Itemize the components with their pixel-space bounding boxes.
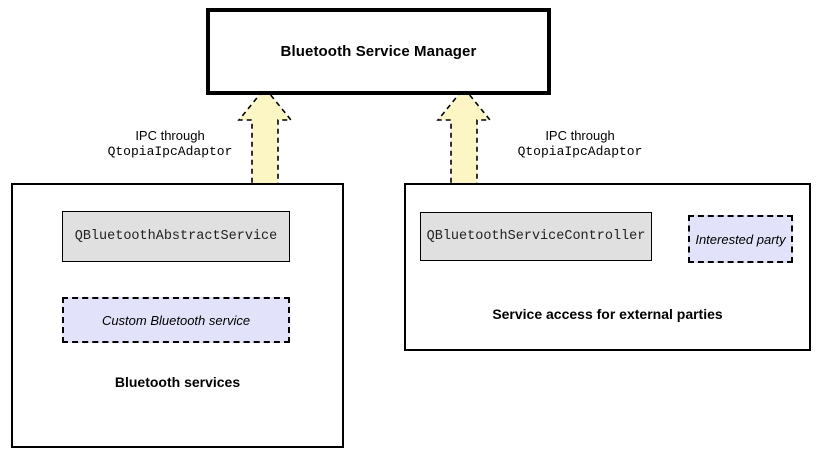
ipc-label-right-line1: IPC through — [545, 128, 615, 143]
node-custom-bluetooth-service: Custom Bluetooth service — [62, 297, 290, 343]
manager-title: Bluetooth Service Manager — [280, 43, 477, 60]
node-qbluetoothservicecontroller: QBluetoothServiceController — [420, 212, 652, 261]
ipc-label-left-line2: QtopiaIpcAdaptor — [107, 144, 233, 159]
ipc-label-right: IPC through QtopiaIpcAdaptor — [480, 128, 680, 159]
node-interested-party-label: Interested party — [695, 231, 786, 247]
ipc-label-left-line1: IPC through — [135, 128, 205, 143]
panel-caption-bluetooth-services: Bluetooth services — [114, 374, 241, 390]
node-custom-bluetooth-service-label: Custom Bluetooth service — [101, 312, 251, 328]
ipc-label-left: IPC through QtopiaIpcAdaptor — [70, 128, 270, 159]
bluetooth-service-manager-box: Bluetooth Service Manager — [206, 8, 551, 95]
node-qbluetoothabstractservice: QBluetoothAbstractService — [62, 211, 290, 262]
node-qbluetoothabstractservice-label: QBluetoothAbstractService — [74, 229, 278, 244]
node-interested-party: Interested party — [688, 215, 793, 263]
ipc-label-right-line2: QtopiaIpcAdaptor — [517, 144, 643, 159]
panel-service-access — [404, 183, 811, 351]
node-qbluetoothservicecontroller-label: QBluetoothServiceController — [426, 229, 646, 244]
panel-caption-service-access: Service access for external parties — [492, 306, 723, 322]
